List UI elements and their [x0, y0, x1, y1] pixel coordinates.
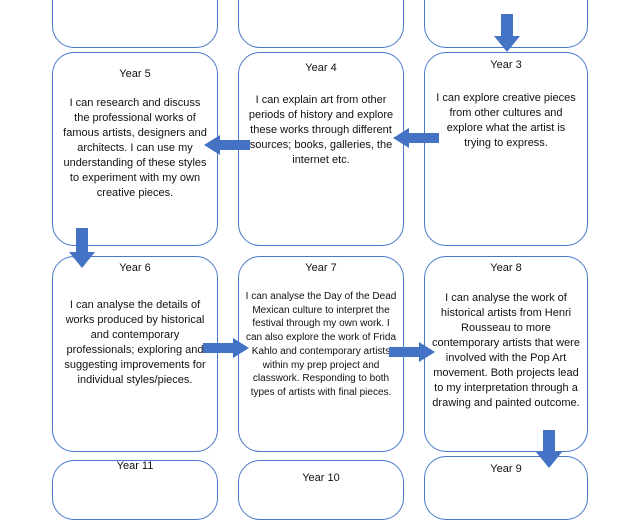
- flow-box-year-11: Year 11: [52, 460, 218, 520]
- flow-box-year-7: Year 7 I can analyse the Day of the Dead…: [238, 256, 404, 452]
- flow-box-year-4: Year 4 I can explain art from other peri…: [238, 52, 404, 246]
- year-label: Year 7: [305, 262, 337, 274]
- arrow-left-to-year-4: [393, 128, 439, 148]
- flow-box-year-3: Year 3 I can explore creative pieces fro…: [424, 52, 588, 246]
- arrow-right-to-year-8: [389, 342, 435, 362]
- arrow-down-to-year-9: [536, 430, 562, 468]
- box-text: I can explain art from other periods of …: [248, 94, 394, 166]
- flow-box-top-left: [52, 0, 218, 48]
- year-label: Year 3: [490, 59, 522, 71]
- flow-box-year-8: Year 8 I can analyse the work of histori…: [424, 256, 588, 452]
- box-text: I can analyse the Day of the Dead Mexica…: [245, 291, 397, 398]
- flow-box-year-9: Year 9: [424, 456, 588, 520]
- arrow-down-to-year-3: [494, 14, 520, 52]
- year-label: Year 6: [119, 262, 151, 274]
- arrow-down-to-year-6: [69, 228, 95, 268]
- box-text: I can explore creative pieces from other…: [436, 92, 576, 149]
- box-text: I can analyse the work of historical art…: [432, 292, 580, 409]
- year-label: Year 4: [305, 62, 337, 74]
- flow-box-year-10: Year 10: [238, 460, 404, 520]
- year-label: Year 9: [490, 463, 522, 475]
- year-label: Year 11: [116, 460, 154, 472]
- box-text: I can analyse the details of works produ…: [64, 299, 206, 386]
- year-label: Year 8: [490, 262, 522, 274]
- flow-box-top-middle: [238, 0, 404, 48]
- flow-box-year-6: Year 6 I can analyse the details of work…: [52, 256, 218, 452]
- box-text: I can research and discuss the professio…: [63, 97, 207, 199]
- flow-box-year-5: Year 5 I can research and discuss the pr…: [52, 52, 218, 246]
- arrow-left-to-year-5: [204, 135, 250, 155]
- year-label: Year 10: [302, 472, 340, 484]
- year-label: Year 5: [119, 68, 151, 80]
- arrow-right-to-year-7: [203, 338, 249, 358]
